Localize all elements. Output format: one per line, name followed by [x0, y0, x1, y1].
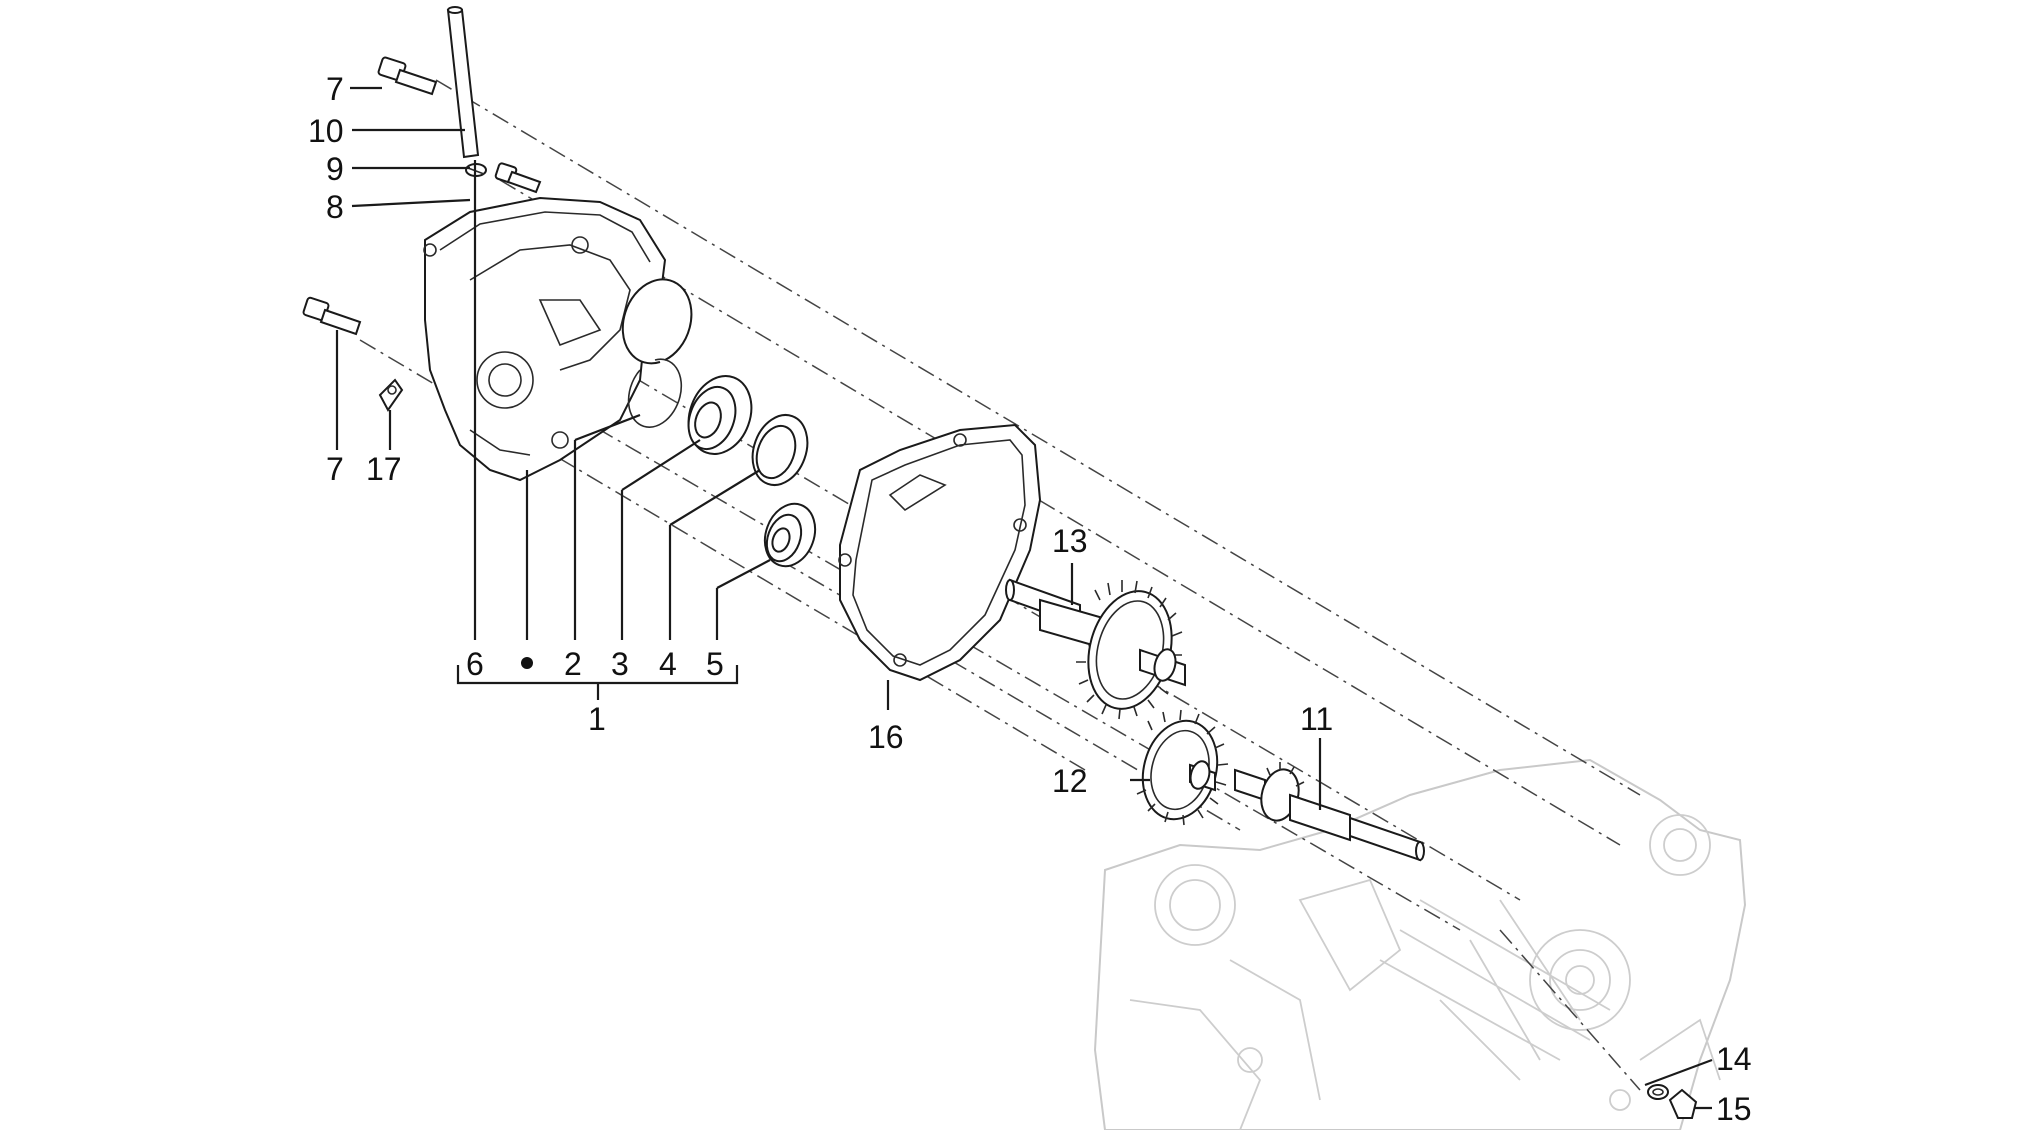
callout-labels: 7 10 9 8 7 17 6 2 3 4 5 1 16 13 11 12 14…	[308, 71, 1752, 1127]
gasket	[838, 423, 1042, 682]
callout-14: 14	[1716, 1041, 1752, 1077]
callout-2: 2	[564, 646, 582, 682]
callout-1: 1	[588, 701, 606, 737]
bearing-3	[687, 375, 753, 455]
oil-seal	[751, 414, 809, 486]
bolt-top	[377, 56, 438, 96]
breather-tube	[446, 6, 480, 159]
callout-9: 9	[326, 151, 344, 187]
callout-4: 4	[659, 646, 677, 682]
gear-shaft-13	[1005, 578, 1186, 720]
callout-6: 6	[466, 646, 484, 682]
transmission-cover	[423, 196, 667, 482]
callout-3: 3	[611, 646, 629, 682]
washer-14	[1647, 1084, 1669, 1100]
output-shaft-11	[1234, 762, 1425, 862]
callout-5: 5	[706, 646, 724, 682]
bolt-15	[1668, 1088, 1698, 1119]
callout-11: 11	[1300, 701, 1333, 737]
bolt-left	[302, 296, 362, 336]
callout-15: 15	[1716, 1091, 1752, 1127]
circlip	[621, 278, 693, 428]
bolt-8	[494, 162, 542, 194]
callout-16: 16	[868, 719, 904, 755]
callout-7-top: 7	[326, 71, 344, 107]
callout-7-left: 7	[326, 451, 344, 487]
callout-17: 17	[366, 451, 402, 487]
gear-12	[1136, 709, 1229, 826]
callout-12: 12	[1052, 763, 1088, 799]
bearing-5	[763, 502, 817, 568]
callout-13: 13	[1052, 523, 1088, 559]
callout-10: 10	[308, 113, 344, 149]
leader-lines	[335, 86, 1713, 1110]
assembly-bracket	[456, 665, 739, 700]
callout-8: 8	[326, 189, 344, 225]
clamp-17	[378, 378, 404, 412]
alignment-lines	[359, 79, 1641, 1091]
crankcase-ghost	[1093, 758, 1747, 1130]
assembly-bullet	[521, 657, 533, 669]
